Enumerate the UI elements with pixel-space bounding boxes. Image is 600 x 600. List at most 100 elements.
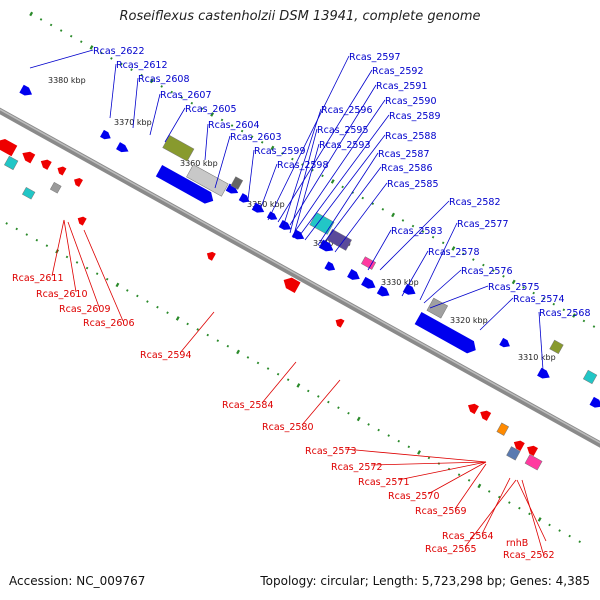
tick-mark — [492, 269, 495, 273]
forward-label-leader — [419, 222, 458, 301]
tick-mark — [291, 157, 294, 161]
feature-block — [309, 212, 335, 235]
reverse-gene-label: Rcas_2562 — [503, 550, 555, 561]
forward-gene-arrow — [238, 193, 250, 203]
tick-mark — [330, 179, 335, 184]
tick-mark — [532, 291, 535, 295]
tick-mark — [317, 395, 320, 398]
feature-block — [326, 228, 352, 251]
tick-mark — [296, 383, 301, 388]
forward-gene-label: Rcas_2587 — [378, 149, 430, 160]
forward-label-leader — [401, 250, 429, 297]
tick-mark — [568, 534, 571, 538]
tick-mark — [462, 252, 465, 256]
forward-gene-label: Rcas_2596 — [321, 105, 373, 116]
tick-mark — [341, 185, 344, 189]
tick-mark — [59, 29, 63, 32]
reverse-label-leader — [464, 479, 517, 548]
feature-block — [360, 256, 377, 270]
tick-mark — [210, 112, 215, 117]
forward-label-leader — [204, 123, 209, 161]
tick-mark — [240, 129, 244, 133]
reverse-label-leader — [301, 379, 341, 426]
forward-label-leader — [247, 149, 255, 201]
tick-mark — [361, 196, 365, 200]
feature-block — [4, 155, 19, 171]
tick-mark — [266, 367, 270, 370]
tick-mark — [592, 325, 596, 328]
forward-gene-arrow — [251, 202, 265, 213]
tick-mark — [381, 207, 385, 211]
forward-label-leader — [267, 55, 350, 221]
tick-mark — [578, 540, 581, 544]
tick-mark — [542, 297, 545, 300]
forward-gene-arrow — [19, 84, 33, 96]
reverse-label-leader — [179, 311, 215, 354]
kbp-tick-label: 3310 kbp — [518, 353, 556, 362]
forward-gene-label: Rcas_2592 — [372, 66, 424, 77]
forward-label-leader — [29, 49, 94, 69]
forward-gene-arrow — [116, 142, 129, 153]
forward-gene-label: Rcas_2590 — [385, 96, 437, 107]
forward-label-leader — [292, 143, 320, 239]
forward-gene-arrow — [100, 129, 111, 140]
tick-mark — [552, 302, 556, 306]
forward-label-leader — [319, 166, 382, 249]
feature-block — [506, 446, 521, 461]
tick-mark — [220, 118, 224, 122]
forward-label-leader — [479, 297, 514, 331]
kbp-tick-label: 3360 kbp — [180, 159, 218, 168]
forward-gene-label: Rcas_2599 — [254, 146, 306, 157]
feature-block — [426, 297, 449, 319]
kbp-tick-label: 3350 kbp — [247, 200, 285, 209]
accession-text: Accession: NC_009767 — [9, 574, 146, 588]
reverse-gene-label: Rcas_2606 — [83, 318, 135, 329]
tick-mark — [65, 255, 69, 259]
tick-mark — [451, 246, 456, 251]
reverse-label-leader — [67, 221, 100, 308]
forward-gene-label: Rcas_2585 — [387, 179, 439, 190]
forward-gene-arrow — [589, 396, 600, 408]
forward-gene-label: Rcas_2576 — [461, 266, 513, 277]
genome-stats-text: Topology: circular; Length: 5,723,298 bp… — [260, 574, 590, 588]
reverse-label-leader — [454, 463, 487, 510]
tick-mark — [502, 274, 505, 278]
forward-label-leader — [289, 84, 377, 226]
feature-block — [230, 176, 244, 190]
forward-gene-label: Rcas_2591 — [376, 81, 428, 92]
forward-gene-arrow — [537, 367, 550, 379]
reverse-gene-arrow — [513, 440, 525, 451]
feature-block — [582, 369, 598, 385]
reverse-label-leader — [397, 461, 487, 481]
feature-block — [496, 422, 510, 436]
forward-gene-label: Rcas_2589 — [389, 111, 441, 122]
forward-gene-label: Rcas_2604 — [208, 120, 260, 131]
tick-mark — [149, 78, 154, 84]
forward-label-leader — [295, 99, 386, 231]
forward-label-leader — [379, 200, 450, 271]
tick-mark — [140, 73, 143, 77]
tick-mark — [431, 235, 435, 239]
genome-backbone — [0, 107, 600, 448]
tick-mark — [518, 506, 521, 510]
tick-mark — [200, 107, 204, 111]
tick-mark — [45, 244, 49, 248]
tick-mark — [170, 90, 174, 94]
forward-label-leader — [317, 152, 379, 246]
tick-mark — [35, 238, 39, 242]
tick-mark — [246, 356, 250, 359]
feature-block — [524, 454, 543, 471]
forward-label-leader — [149, 93, 161, 136]
tick-mark — [175, 316, 180, 321]
forward-gene-label: Rcas_2593 — [319, 140, 371, 151]
tick-mark — [387, 434, 390, 437]
forward-gene-label: Rcas_2597 — [349, 52, 401, 63]
tick-mark — [356, 416, 361, 422]
reverse-label-leader — [344, 448, 487, 463]
forward-label-leader — [277, 69, 373, 223]
kbp-tick-label: 3330 kbp — [381, 278, 419, 287]
tick-mark — [206, 333, 210, 337]
forward-label-leader — [299, 114, 390, 236]
tick-mark — [391, 212, 396, 218]
